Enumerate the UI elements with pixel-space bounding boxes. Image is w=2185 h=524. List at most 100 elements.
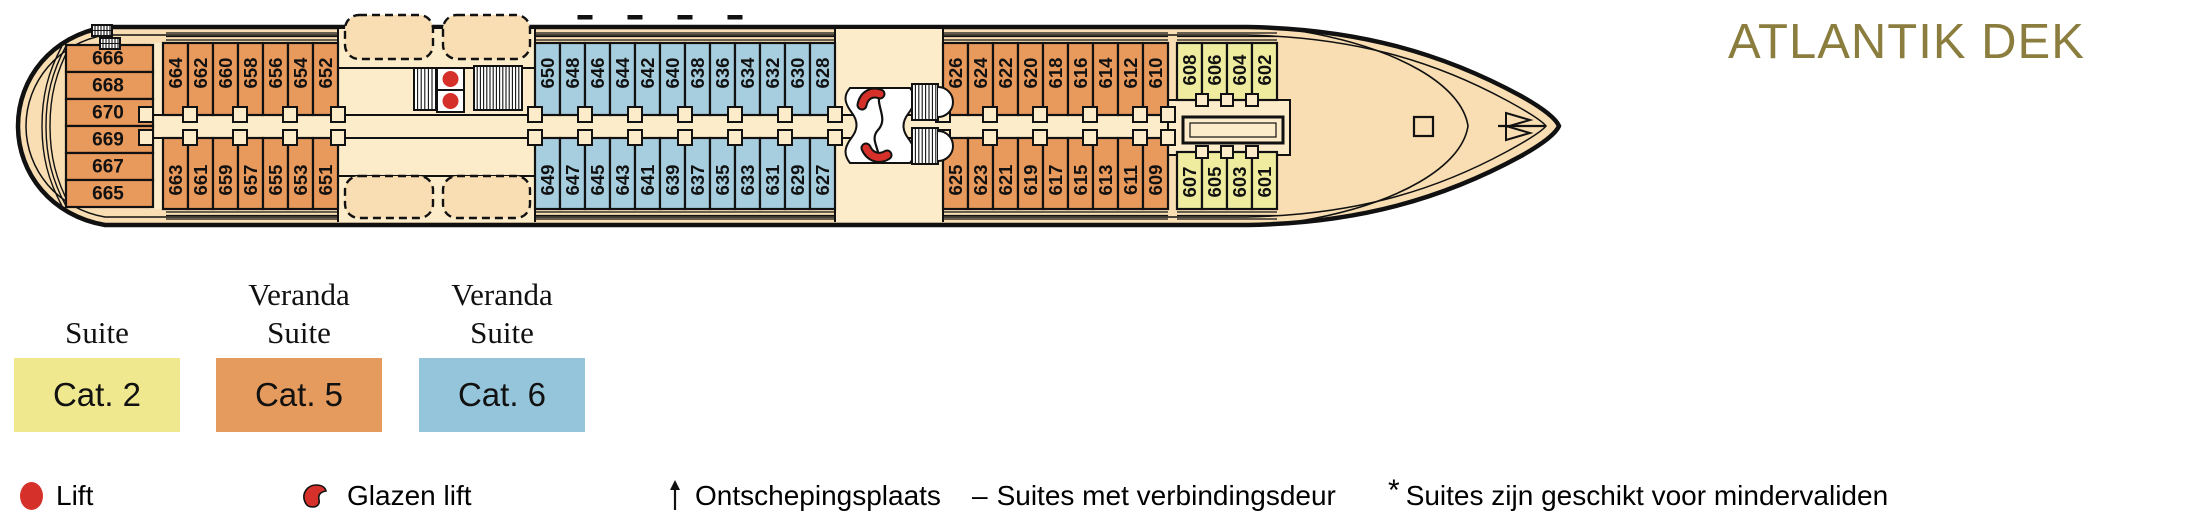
cabin-number-652: 652 — [315, 58, 336, 89]
corridor-tab — [1245, 145, 1259, 159]
cabin-number-653: 653 — [290, 165, 311, 196]
cabin-652 — [311, 41, 340, 117]
cabin-number-621: 621 — [995, 165, 1016, 196]
dash-icon: – — [972, 480, 988, 511]
cabin-627 — [808, 136, 837, 211]
cabin-number-651: 651 — [315, 165, 336, 196]
cabin-number-667: 667 — [92, 157, 124, 178]
cabin-number-658: 658 — [240, 58, 261, 89]
cabin-653 — [286, 136, 315, 211]
cabin-number-622: 622 — [995, 58, 1016, 89]
corridor-tab — [1082, 106, 1098, 123]
corridor-tab — [527, 106, 543, 123]
legend-ontscheping: Ontschepingsplaats — [668, 476, 941, 516]
cabin-number-629: 629 — [787, 165, 808, 196]
connecting-door-marker — [577, 15, 593, 20]
cabin-number-639: 639 — [662, 165, 683, 196]
cabin-619 — [1016, 136, 1045, 211]
cabin-659 — [211, 136, 240, 211]
cabin-655 — [261, 136, 290, 211]
anchor-windlass-icon — [1505, 124, 1534, 142]
cabin-number-615: 615 — [1070, 165, 1091, 196]
corridor-tab — [627, 106, 643, 123]
hull-inner-line — [25, 34, 1547, 218]
cabin-605 — [1200, 150, 1229, 211]
cabin-number-619: 619 — [1020, 165, 1041, 196]
cabin-number-633: 633 — [737, 165, 758, 196]
cabin-610 — [1141, 41, 1170, 117]
corridor-tab — [1132, 129, 1148, 146]
cabin-608 — [1175, 41, 1204, 102]
cabin-618 — [1041, 41, 1070, 117]
cabin-649 — [533, 136, 562, 211]
cabin-number-603: 603 — [1229, 167, 1250, 198]
cabin-number-613: 613 — [1095, 165, 1116, 196]
corridor-tab — [330, 129, 346, 146]
corridor-tab — [1160, 129, 1176, 146]
cabin-number-616: 616 — [1070, 58, 1091, 89]
cabin-number-661: 661 — [190, 165, 211, 196]
cabin-number-646: 646 — [587, 58, 608, 89]
stairs-icon — [473, 65, 523, 111]
glazen-lift-car — [862, 144, 891, 161]
category-box-cat6: Cat. 6 — [419, 358, 585, 432]
corridor-tab — [182, 129, 198, 146]
corridor-tab — [282, 106, 298, 123]
cabin-number-612: 612 — [1120, 58, 1141, 89]
cabin-number-610: 610 — [1145, 58, 1166, 89]
cabin-651 — [311, 136, 340, 211]
corridor-tab — [232, 129, 248, 146]
cabin-630 — [783, 41, 812, 117]
lift-icon — [20, 482, 43, 510]
cabin-number-647: 647 — [562, 165, 583, 196]
corridor-tab — [982, 129, 998, 146]
cabin-number-624: 624 — [970, 57, 991, 89]
category-suite-cat2: Suite Cat. 2 — [14, 260, 180, 432]
cabin-number-648: 648 — [562, 58, 583, 89]
connecting-door-marker — [677, 15, 693, 20]
cabin-number-643: 643 — [612, 165, 633, 196]
cabin-number-649: 649 — [537, 165, 558, 196]
connecting-door-marker — [727, 15, 743, 20]
cabin-620 — [1016, 41, 1045, 117]
corridor-tab — [138, 129, 154, 146]
corridor-tab — [827, 129, 843, 146]
legend-glazen-label: Glazen lift — [347, 480, 472, 511]
cabin-number-657: 657 — [240, 165, 261, 196]
cabin-number-664: 664 — [165, 57, 186, 89]
lift-icon — [442, 93, 459, 109]
cabin-number-654: 654 — [290, 57, 311, 89]
cabin-606 — [1200, 41, 1229, 102]
cabin-661 — [186, 136, 215, 211]
cabin-648 — [558, 41, 587, 117]
cabin-650 — [533, 41, 562, 117]
cabin-number-662: 662 — [190, 58, 211, 89]
anchor-windlass-icon — [1505, 111, 1534, 129]
category-name: Veranda Suite — [451, 277, 553, 350]
corridor-tab — [1220, 145, 1234, 159]
cabin-number-628: 628 — [812, 58, 833, 89]
cabin-number-638: 638 — [687, 58, 708, 89]
cabin-number-620: 620 — [1020, 58, 1041, 89]
cabin-number-645: 645 — [587, 165, 608, 196]
dashed-canopy-area — [343, 13, 435, 61]
stern-veranda-stripe — [45, 45, 67, 207]
cabin-639 — [658, 136, 687, 211]
corridor-tab — [777, 106, 793, 123]
cabin-654 — [286, 41, 315, 117]
deck-title: ATLANTIK DEK — [1728, 15, 2085, 69]
stern-veranda-stripe — [49, 45, 71, 207]
cabin-number-607: 607 — [1179, 167, 1200, 198]
corridor-tab — [677, 129, 693, 146]
glazen-lift-icon — [300, 482, 334, 510]
cabin-number-665: 665 — [92, 184, 124, 205]
main-corridor — [148, 115, 1168, 138]
cabin-number-617: 617 — [1045, 165, 1066, 196]
corridor-tab — [577, 129, 593, 146]
cabin-632 — [758, 41, 787, 117]
bow-structure-inner — [1189, 122, 1277, 138]
cabin-number-623: 623 — [970, 165, 991, 196]
cabin-number-630: 630 — [787, 58, 808, 89]
